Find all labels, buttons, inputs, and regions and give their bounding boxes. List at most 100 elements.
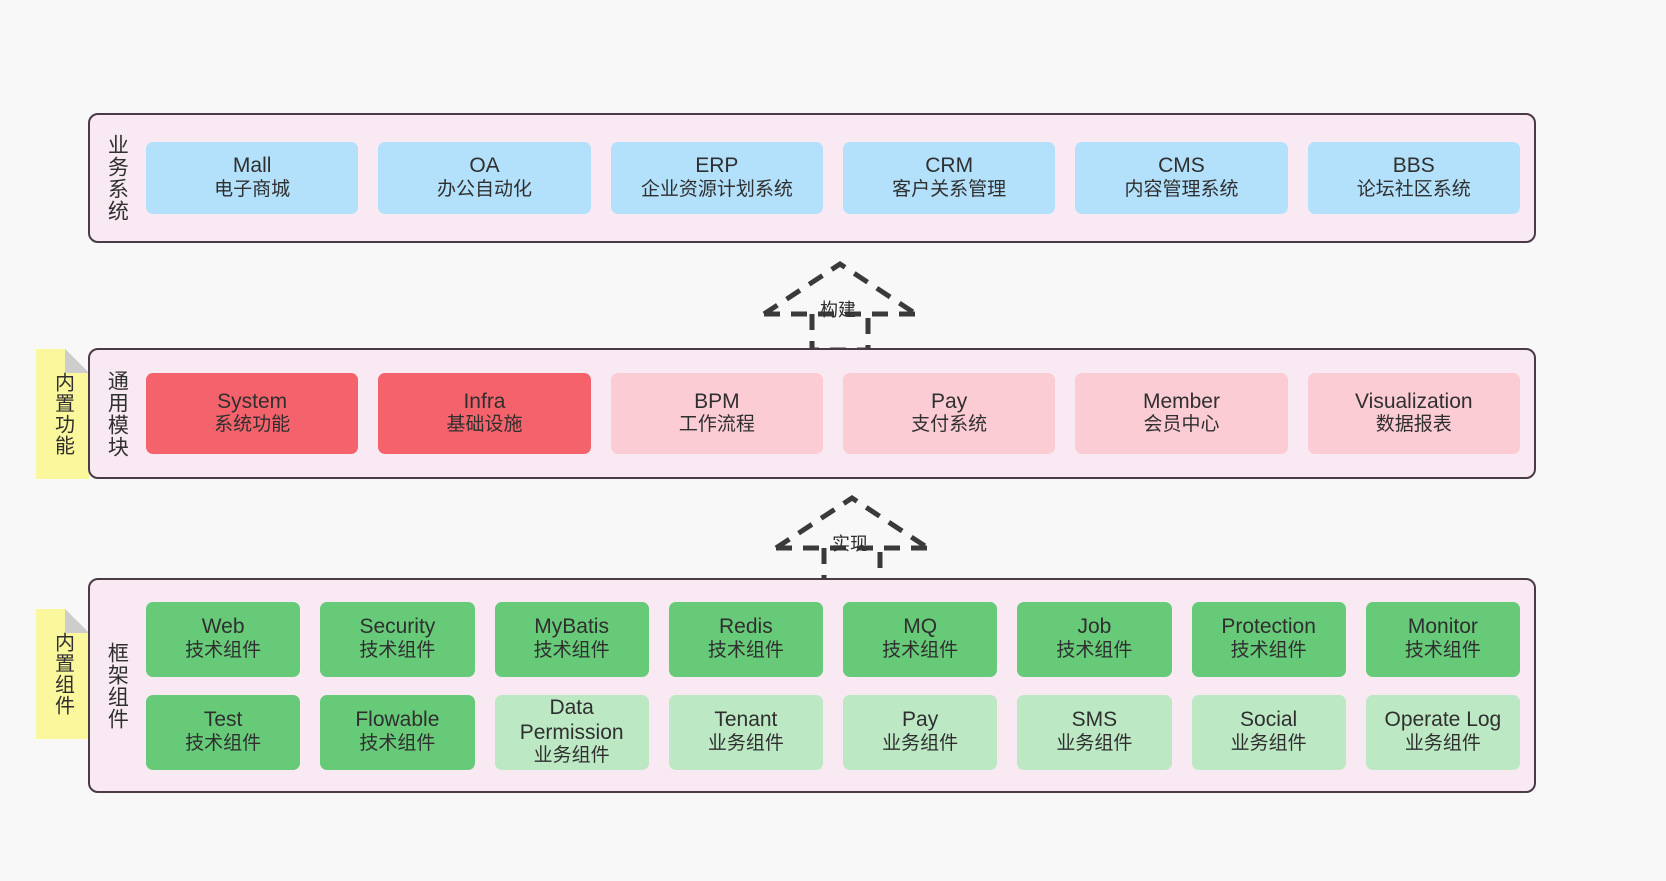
- node-title: Pay: [931, 389, 968, 413]
- node-title: CRM: [925, 154, 974, 178]
- node-title: Visualization: [1355, 389, 1473, 413]
- connector-label-build: 构建: [820, 300, 856, 320]
- node-title: OA: [469, 154, 500, 178]
- node-bbs[interactable]: BBS 论坛社区系统: [1307, 142, 1520, 214]
- node-test[interactable]: Test 技术组件: [146, 694, 301, 770]
- node-visualization[interactable]: Visualization 数据报表: [1307, 373, 1520, 454]
- node-subtitle: 工作流程: [678, 414, 755, 436]
- node-monitor[interactable]: Monitor 技术组件: [1365, 601, 1520, 677]
- node-subtitle: 技术组件: [1404, 639, 1481, 661]
- connector-realize: 实现: [772, 492, 932, 588]
- node-erp[interactable]: ERP 企业资源计划系统: [610, 142, 823, 214]
- node-cms[interactable]: CMS 内容管理系统: [1075, 142, 1288, 214]
- node-job[interactable]: Job 技术组件: [1017, 601, 1172, 677]
- node-subtitle: 业务组件: [882, 732, 959, 754]
- node-subtitle: 技术组件: [359, 639, 436, 661]
- note-label: 内置功能: [51, 372, 74, 456]
- node-title: Monitor: [1407, 615, 1478, 639]
- node-title: Redis: [719, 615, 773, 639]
- node-title: Member: [1142, 389, 1220, 413]
- node-title: Mall: [232, 154, 272, 178]
- node-subtitle: 技术组件: [185, 732, 262, 754]
- node-pay[interactable]: Pay 支付系统: [842, 373, 1056, 454]
- node-title: Pay: [902, 708, 939, 732]
- node-subtitle: 基础设施: [446, 414, 523, 436]
- node-redis[interactable]: Redis 技术组件: [668, 601, 823, 677]
- node-subtitle: 企业资源计划系统: [640, 178, 793, 200]
- layer-label-framework-components: 框架组件: [105, 641, 129, 730]
- node-subtitle: 业务组件: [707, 732, 784, 754]
- connector-build: 构建: [760, 258, 920, 354]
- node-title: BBS: [1392, 154, 1435, 178]
- node-title: Test: [203, 708, 243, 732]
- node-subtitle: 业务组件: [533, 745, 610, 767]
- node-sms[interactable]: SMS 业务组件: [1017, 694, 1172, 770]
- node-protection[interactable]: Protection 技术组件: [1191, 601, 1346, 677]
- node-infra[interactable]: Infra 基础设施: [378, 373, 591, 454]
- layer-label-common-modules: 通用模块: [105, 369, 129, 458]
- node-subtitle: 技术组件: [1230, 639, 1307, 661]
- node-subtitle: 业务组件: [1056, 732, 1133, 754]
- node-title: ERP: [695, 154, 739, 178]
- node-title: Job: [1077, 615, 1112, 639]
- node-title: Infra: [463, 389, 506, 413]
- layer-business-systems: 业务系统 Mall 电子商城 OA 办公自动化 ERP 企业资源计划系统 CRM: [88, 113, 1536, 243]
- note-builtin-components: 内置组件: [36, 609, 89, 739]
- node-operate-log[interactable]: Operate Log 业务组件: [1365, 694, 1520, 770]
- node-title: BPM: [694, 389, 740, 413]
- node-mybatis[interactable]: MyBatis 技术组件: [494, 601, 649, 677]
- node-subtitle: 会员中心: [1143, 414, 1220, 436]
- node-crm[interactable]: CRM 客户关系管理: [842, 142, 1056, 214]
- node-subtitle: 论坛社区系统: [1356, 178, 1471, 200]
- node-title: MyBatis: [534, 615, 609, 639]
- node-title: MQ: [903, 615, 938, 639]
- node-subtitle: 业务组件: [1404, 732, 1481, 754]
- node-subtitle: 技术组件: [882, 639, 959, 661]
- layer-cells-module: System 系统功能 Infra 基础设施 BPM 工作流程 Pay 支付系统…: [142, 350, 1534, 477]
- note-builtin-functions: 内置功能: [36, 349, 89, 479]
- node-subtitle: 客户关系管理: [892, 178, 1007, 200]
- node-subtitle: 内容管理系统: [1124, 178, 1239, 200]
- node-member[interactable]: Member 会员中心: [1075, 373, 1288, 454]
- node-subtitle: 技术组件: [1056, 639, 1133, 661]
- node-subtitle: 电子商城: [214, 178, 291, 200]
- node-title: Protection: [1221, 615, 1316, 639]
- cell-row: System 系统功能 Infra 基础设施 BPM 工作流程 Pay 支付系统…: [146, 373, 1520, 454]
- node-system[interactable]: System 系统功能: [146, 373, 359, 454]
- node-web[interactable]: Web 技术组件: [146, 601, 301, 677]
- node-mall[interactable]: Mall 电子商城: [146, 142, 359, 214]
- node-subtitle: 办公自动化: [436, 178, 532, 200]
- layer-common-modules: 通用模块 System 系统功能 Infra 基础设施 BPM 工作流程 Pay: [88, 348, 1536, 479]
- node-tenant[interactable]: Tenant 业务组件: [668, 694, 823, 770]
- node-subtitle: 支付系统: [911, 414, 988, 436]
- node-bpm[interactable]: BPM 工作流程: [610, 373, 823, 454]
- note-label: 内置组件: [51, 632, 74, 716]
- node-title: Web: [201, 615, 245, 639]
- layer-cells-frame: Web 技术组件 Security 技术组件 MyBatis 技术组件 Redi…: [142, 580, 1534, 791]
- node-subtitle: 技术组件: [533, 639, 610, 661]
- node-title: Data Permission: [519, 695, 624, 744]
- node-subtitle: 技术组件: [359, 732, 436, 754]
- node-title: Security: [359, 615, 436, 639]
- node-data-permission[interactable]: Data Permission 业务组件: [494, 694, 649, 770]
- node-subtitle: 系统功能: [214, 414, 291, 436]
- node-title: Tenant: [714, 708, 778, 732]
- node-social[interactable]: Social 业务组件: [1191, 694, 1346, 770]
- node-oa[interactable]: OA 办公自动化: [378, 142, 591, 214]
- node-mq[interactable]: MQ 技术组件: [843, 601, 998, 677]
- node-title: Operate Log: [1384, 708, 1502, 732]
- layer-label-business-systems: 业务系统: [105, 134, 129, 222]
- node-pay-component[interactable]: Pay 业务组件: [843, 694, 998, 770]
- cell-row: Web 技术组件 Security 技术组件 MyBatis 技术组件 Redi…: [146, 601, 1520, 677]
- node-title: System: [217, 389, 288, 413]
- layer-cells-business: Mall 电子商城 OA 办公自动化 ERP 企业资源计划系统 CRM 客户关系…: [142, 115, 1534, 241]
- node-title: Flowable: [355, 708, 440, 732]
- node-subtitle: 技术组件: [707, 639, 784, 661]
- node-flowable[interactable]: Flowable 技术组件: [320, 694, 475, 770]
- cell-row: Test 技术组件 Flowable 技术组件 Data Permission …: [146, 694, 1520, 770]
- node-security[interactable]: Security 技术组件: [320, 601, 475, 677]
- node-title: SMS: [1071, 708, 1118, 732]
- connector-label-realize: 实现: [832, 534, 868, 554]
- node-subtitle: 业务组件: [1230, 732, 1307, 754]
